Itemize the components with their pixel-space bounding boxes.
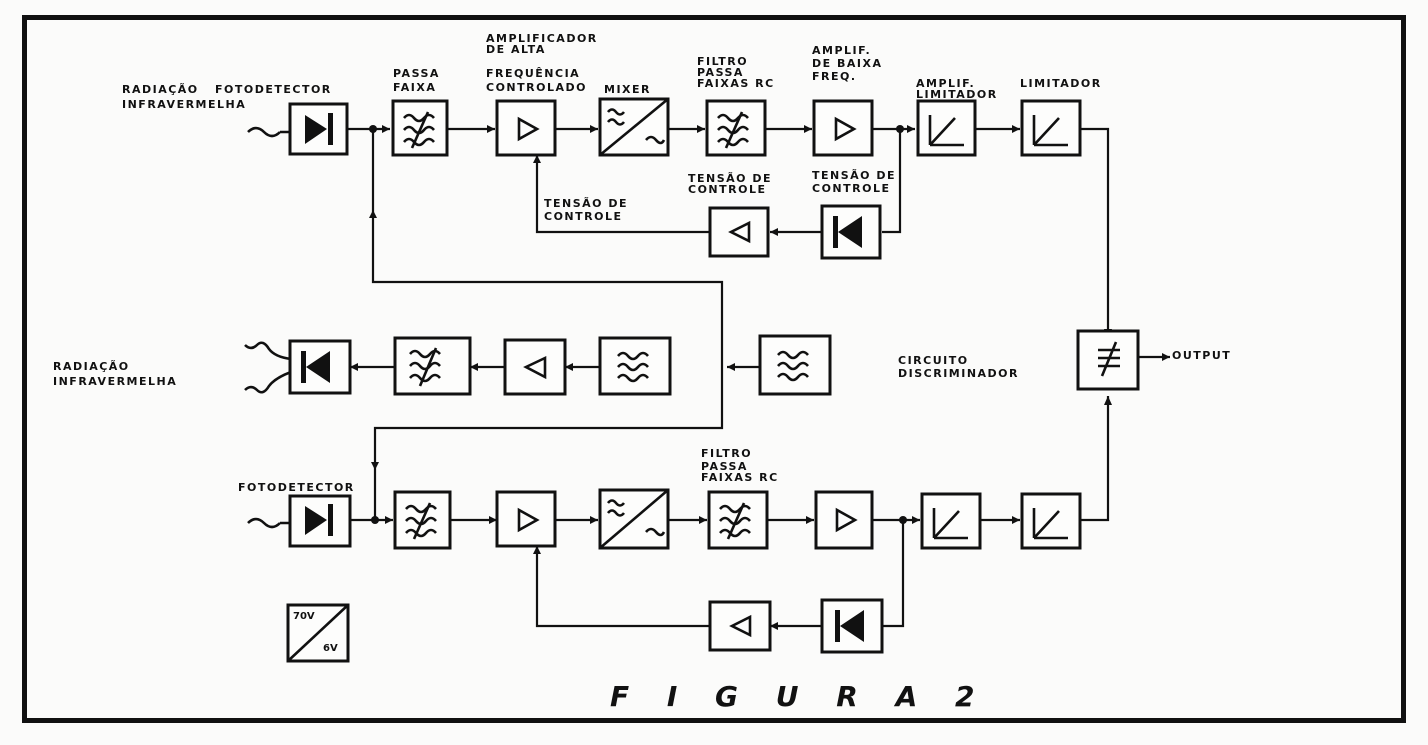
control-amplifier-block-top [708, 206, 770, 258]
rc-bandpass-filter-block-bottom [707, 490, 769, 550]
label-rc-filter-bottom: FILTRO PASSA FAIXAS RC [701, 447, 779, 484]
label-photodetector-bottom: FOTODETECTOR [238, 481, 355, 494]
lf-amplifier-block-top [812, 99, 874, 157]
label-rc-filter-top: FILTRO PASSA FAIXAS RC [697, 55, 775, 90]
limiter-amplifier-block-bottom [920, 492, 982, 550]
tx-filter-block [393, 336, 472, 396]
photodetector-block-top [288, 102, 349, 156]
control-amplifier-block-bottom [708, 600, 772, 652]
diagram-frame [22, 15, 1406, 723]
label-psu-bottom: 6V [323, 643, 338, 654]
limiter-block-bottom [1020, 492, 1082, 550]
rc-bandpass-filter-block-top [705, 99, 767, 157]
bandpass-filter-block-top [391, 99, 449, 157]
bandpass-filter-block-bottom [393, 490, 452, 550]
discriminator-block [1076, 329, 1140, 391]
label-mixer: MIXER [604, 83, 652, 96]
label-bandpass-top: PASSA FAIXA [393, 67, 440, 94]
lf-amplifier-block-bottom [814, 490, 874, 550]
label-psu-top: 70V [293, 611, 315, 622]
label-control-voltage-1: TENSÃO DE CONTROLE [544, 197, 628, 223]
label-limiter-amplifier: AMPLIF. LIMITADOR [916, 77, 998, 101]
tx-amplifier-block [503, 338, 567, 396]
ir-output-wave [244, 341, 292, 394]
emitter-block [288, 339, 352, 395]
arrows [350, 125, 1170, 630]
limiter-block-top [1020, 99, 1082, 157]
local-oscillator-block [758, 334, 832, 396]
label-control-voltage-3: TENSÃO DE CONTROLE [812, 169, 896, 195]
mixer-block-bottom [598, 488, 670, 550]
power-supply-block [286, 603, 350, 663]
ir-input-wave-bottom [247, 517, 290, 529]
control-detector-block-bottom [820, 598, 884, 654]
mixer-block-top [598, 97, 670, 157]
label-control-voltage-2: TENSÃO DE CONTROLE [688, 172, 772, 196]
label-rf-amplifier: AMPLIFICADOR DE ALTA FREQUÊNCIA CONTROLA… [486, 32, 598, 94]
control-detector-block-top [820, 204, 882, 260]
photodetector-block-bottom [288, 494, 352, 548]
label-radiation-input-top: RADIAÇÃO INFRAVERMELHA [122, 83, 247, 111]
label-lf-amplifier: AMPLIF. DE BAIXA FREQ. [812, 44, 883, 83]
ir-input-wave-top [247, 126, 290, 138]
label-radiation-output: RADIAÇÃO INFRAVERMELHA [53, 360, 178, 388]
rf-amplifier-block-bottom [495, 490, 557, 548]
label-output: OUTPUT [1172, 349, 1232, 362]
label-limiter: LIMITADOR [1020, 77, 1102, 90]
oscillator-block [598, 336, 672, 396]
limiter-amplifier-block-top [916, 99, 977, 157]
label-discriminator: CIRCUITO DISCRIMINADOR [898, 354, 1019, 380]
rf-amplifier-block-top [495, 99, 557, 157]
figure-caption: F I G U R A 2 [610, 680, 989, 713]
label-photodetector-top: FOTODETECTOR [215, 83, 332, 96]
